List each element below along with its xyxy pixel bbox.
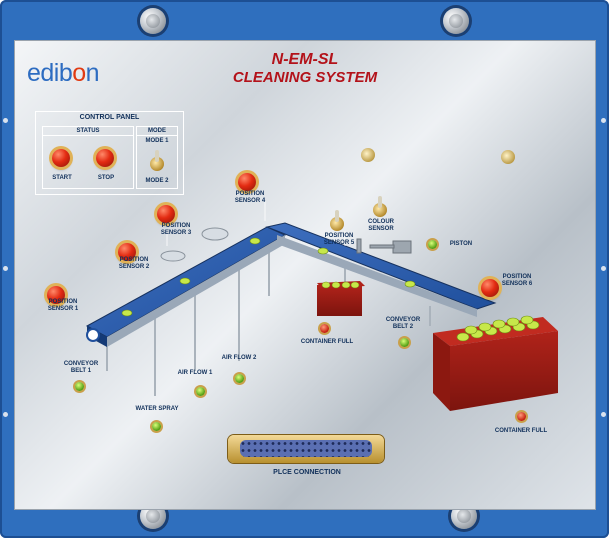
piston-actuator [356, 238, 412, 254]
mode-selector-switch[interactable] [150, 150, 164, 171]
frame-hole [3, 266, 8, 271]
stop-button[interactable] [96, 149, 114, 167]
frame-hole [3, 118, 8, 123]
position-sensor-2-button[interactable] [118, 243, 136, 261]
system-title: CLEANING SYSTEM [232, 69, 378, 86]
frame-hole [601, 412, 606, 417]
conveyor-belt-1-led [75, 382, 84, 391]
position-sensor-4-label: POSITION SENSOR 4 [234, 191, 266, 204]
frame-screw-top-left [140, 8, 166, 34]
control-panel: CONTROL PANEL STATUS START STOP MODE MOD… [35, 111, 184, 195]
process-diagram [85, 201, 558, 411]
status-label: STATUS [43, 128, 133, 136]
colour-sensor-label: COLOUR SENSOR [368, 219, 394, 232]
water-spray-led [152, 422, 161, 431]
plce-connector-pins [240, 440, 372, 457]
status-group: STATUS START STOP [42, 126, 134, 189]
position-sensor-5-label: POSITION SENSOR 5 [323, 233, 355, 246]
position-sensor-5-switch[interactable] [330, 210, 344, 231]
fruit-items [121, 237, 416, 317]
model-title: N-EM-SL [271, 51, 339, 68]
small-container [317, 281, 365, 316]
front-panel: edibon N-EM-SL CLEANING SYSTEM [14, 40, 596, 510]
stop-label: STOP [97, 175, 115, 181]
position-sensor-3-button[interactable] [157, 205, 175, 223]
conveyor-belt-2-led [400, 338, 409, 347]
air-flow-1-label: AIR FLOW 1 [177, 370, 213, 376]
mode-group: MODE MODE 1 MODE 2 [136, 126, 178, 189]
air-flow-2-led [235, 374, 244, 383]
container-full-2-label: CONTAINER FULL [494, 428, 548, 434]
position-sensor-6-label: POSITION SENSOR 6 [501, 274, 533, 287]
piston-label: PISTON [449, 241, 473, 247]
mode-2-label: MODE 2 [145, 178, 169, 184]
frame-hole [601, 118, 606, 123]
position-sensor-4-button[interactable] [238, 173, 256, 191]
container-full-1-led [320, 324, 329, 333]
conveyor-belt-2-label: CONVEYOR BELT 2 [385, 317, 421, 330]
plce-connection-label: PLCE CONNECTION [273, 469, 341, 476]
frame-hole [601, 266, 606, 271]
water-spray-label: WATER SPRAY [135, 406, 179, 412]
conveyor-belt-1-label: CONVEYOR BELT 1 [63, 361, 99, 374]
position-sensor-2-label: POSITION SENSOR 2 [118, 257, 150, 270]
air-flow-blowers [160, 227, 229, 262]
mode-1-label: MODE 1 [145, 138, 169, 144]
mounting-nut [361, 148, 375, 162]
air-flow-2-label: AIR FLOW 2 [221, 355, 257, 361]
container-full-2-led [517, 412, 526, 421]
container-full-1-label: CONTAINER FULL [300, 339, 354, 345]
big-container [433, 315, 558, 411]
colour-sensor-switch[interactable] [373, 196, 387, 217]
position-sensor-3-label: POSITION SENSOR 3 [160, 223, 192, 236]
piston-indicator-led [428, 240, 437, 249]
plce-connector[interactable] [228, 435, 384, 463]
start-label: START [52, 175, 72, 181]
start-button[interactable] [52, 149, 70, 167]
mounting-nut [501, 150, 515, 164]
position-sensor-1-label: POSITION SENSOR 1 [47, 299, 79, 312]
conveyor-belt-2-shape [265, 222, 497, 310]
frame-hole [3, 412, 8, 417]
control-panel-title: CONTROL PANEL [79, 114, 140, 121]
edibon-logo: edibon [27, 59, 100, 87]
air-flow-1-led [196, 387, 205, 396]
position-sensor-6-button[interactable] [481, 279, 499, 297]
mode-label: MODE [137, 128, 177, 136]
position-sensor-1-button[interactable] [47, 286, 65, 304]
frame-screw-top-right [443, 8, 469, 34]
